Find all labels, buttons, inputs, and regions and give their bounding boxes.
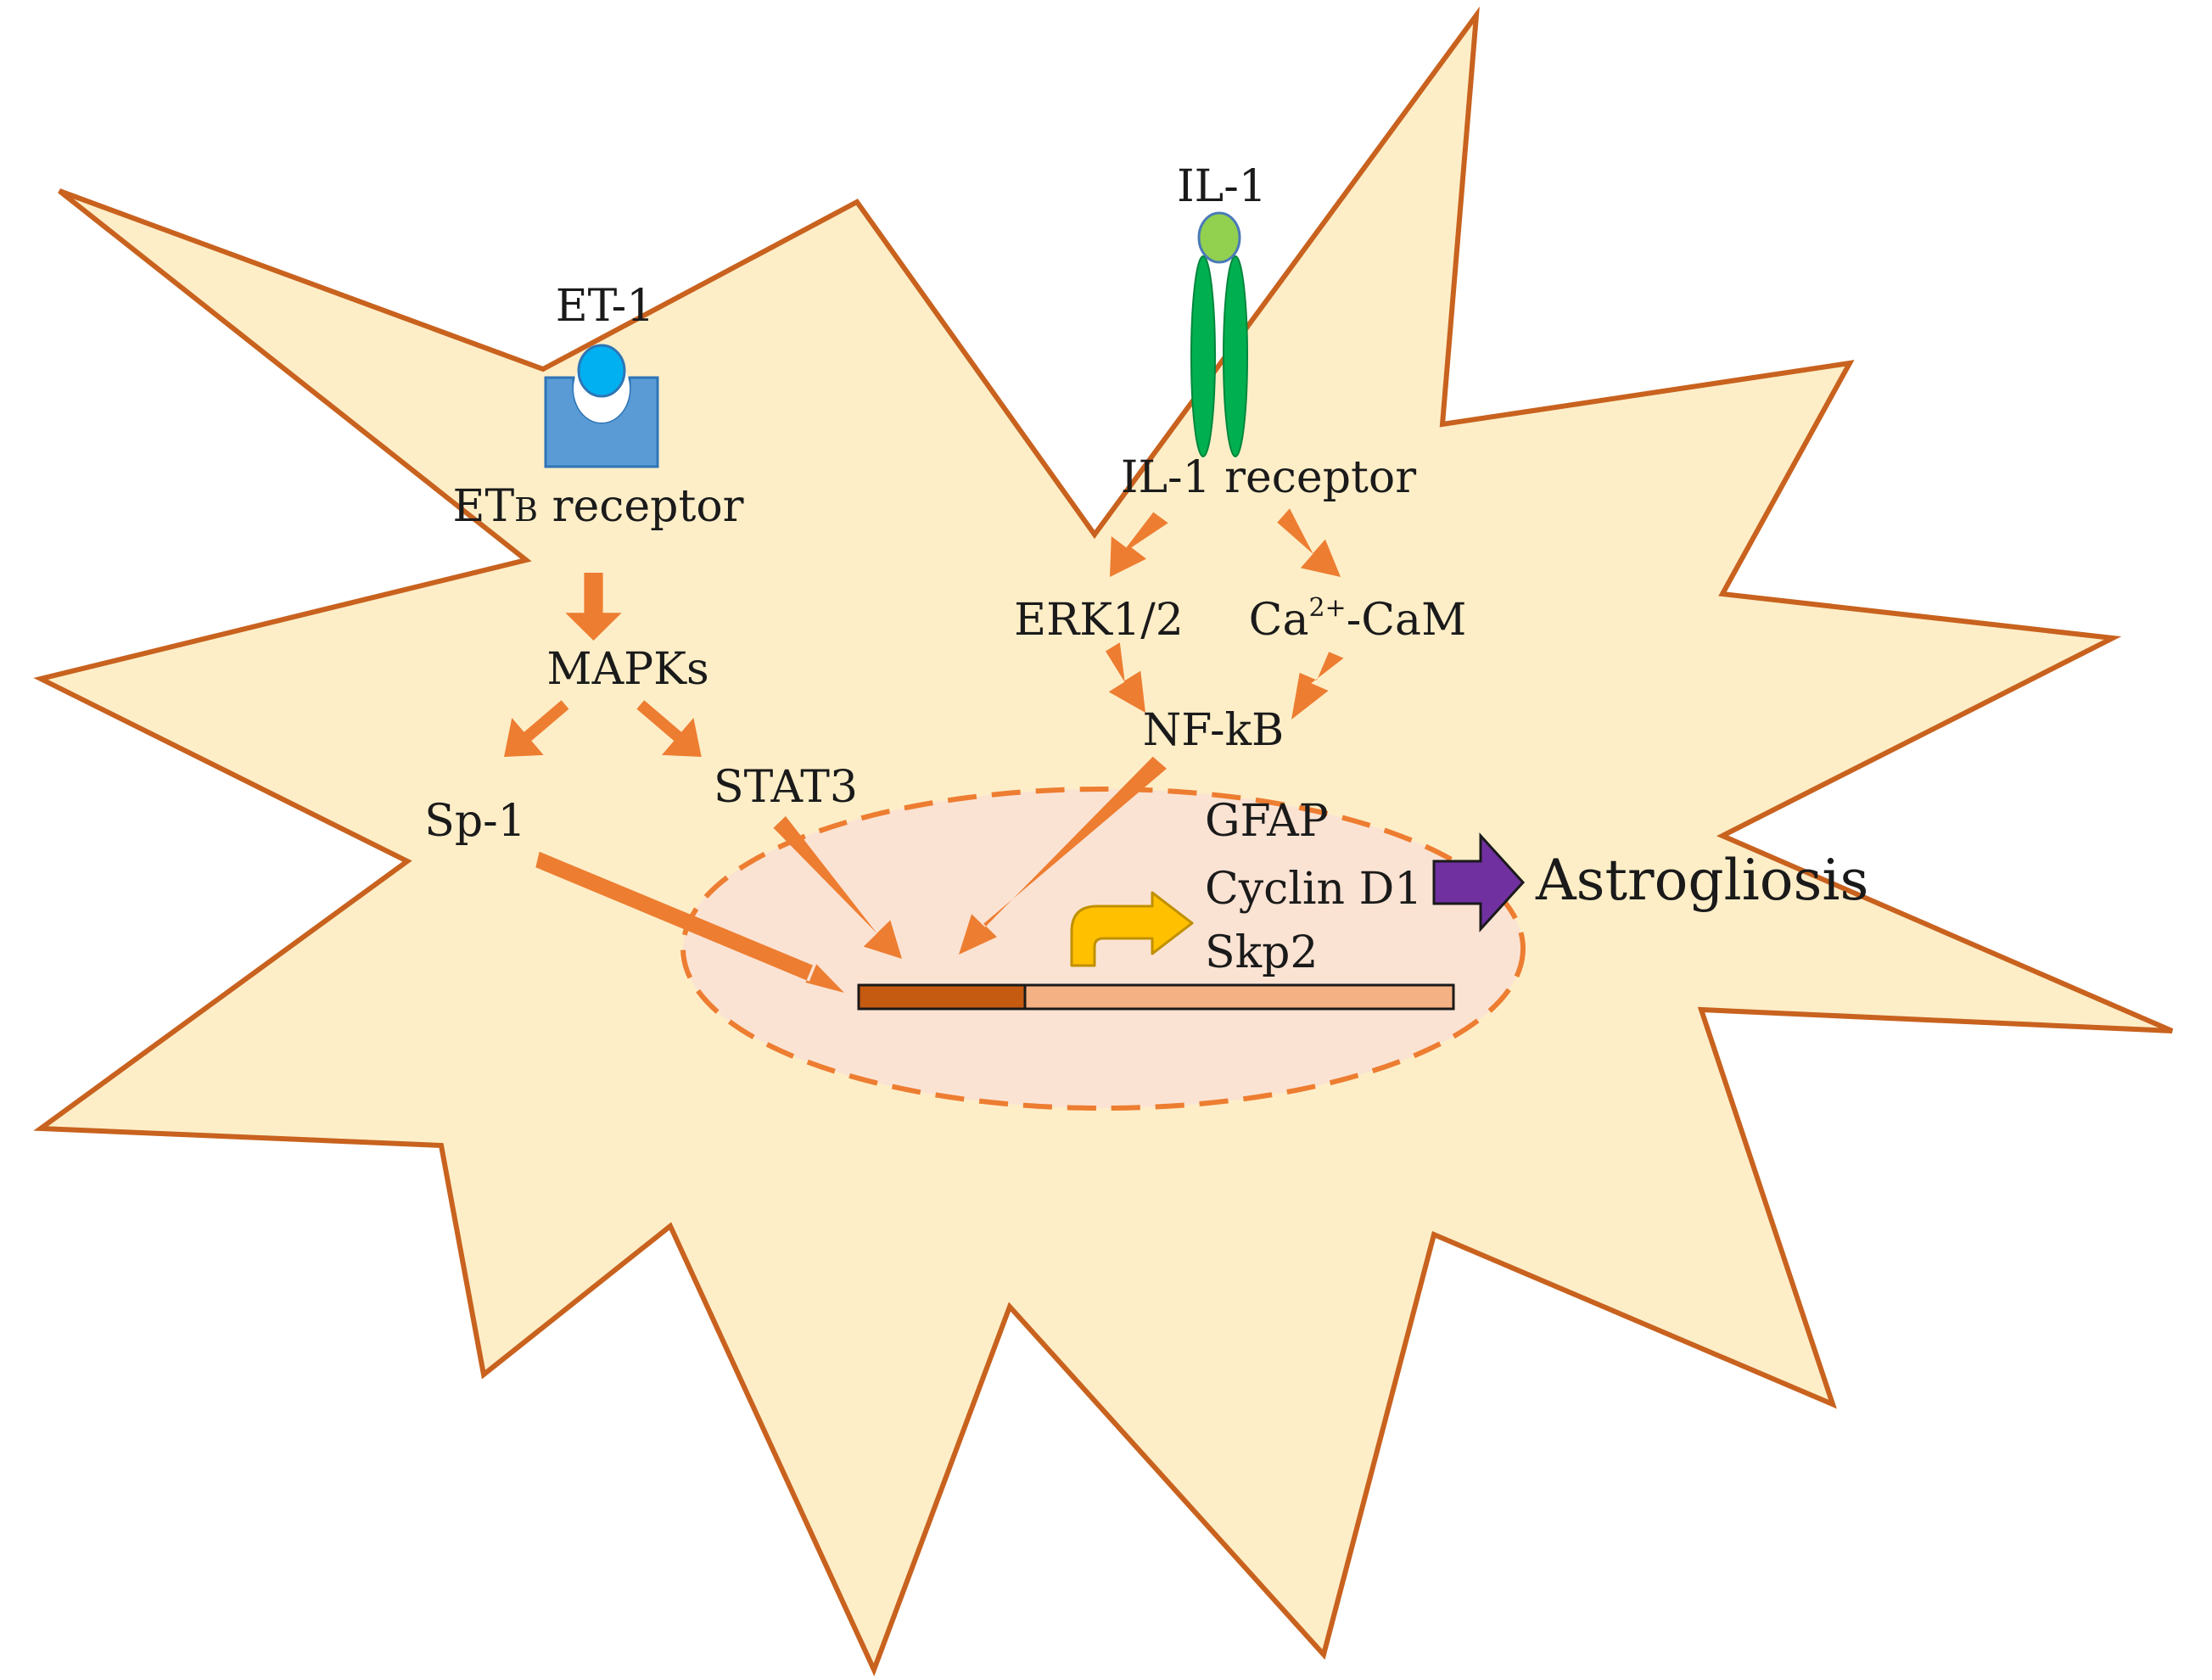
arrow-etb-to-mapks — [565, 573, 622, 641]
stat3-label: STAT3 — [714, 762, 858, 813]
il1-receptor-label: IL-1 receptor — [1121, 452, 1416, 503]
nfkb-label: NF-kB — [1143, 705, 1285, 756]
ca-cam-label: Ca2+-CaM — [1249, 593, 1467, 646]
arrow-ca-cam-to-nfkb — [1291, 652, 1344, 720]
arrow-mapks-to-stat3 — [636, 700, 702, 757]
sp1-label: Sp-1 — [424, 796, 526, 847]
signaling-arrows — [504, 508, 1344, 993]
il1-receptor-icon — [1190, 255, 1248, 457]
arrow-mapks-to-sp1 — [504, 700, 569, 757]
arrow-il1r-to-ca-cam — [1277, 508, 1341, 577]
gene-promoter-region — [857, 983, 1027, 1011]
arrow-nfkb-to-gene — [959, 756, 1167, 955]
nucleus — [680, 787, 1526, 1111]
il1-label: IL-1 — [1177, 161, 1267, 212]
output-arrow-icon — [1432, 832, 1526, 932]
et1-ligand-icon — [577, 344, 626, 398]
gene-coding-region — [1023, 983, 1455, 1011]
arrow-erk-to-nfkb — [1106, 642, 1145, 713]
arrow-stat3-to-gene — [773, 815, 902, 959]
erk-label: ERK1/2 — [1014, 595, 1184, 646]
gene-label-skp2: Skp2 — [1205, 927, 1319, 978]
gene-label-cyclin-d1: Cyclin D1 — [1205, 864, 1422, 915]
arrow-il1r-to-erk — [1110, 512, 1168, 577]
gene-label-gfap: GFAP — [1205, 796, 1329, 847]
astrogliosis-label: Astrogliosis — [1535, 848, 1868, 913]
mapks-label: MAPKs — [546, 644, 708, 695]
arrow-sp1-to-gene — [535, 851, 844, 993]
transcription-arrow-icon — [1070, 891, 1194, 967]
il1-ligand-icon — [1197, 211, 1241, 264]
etb-receptor-label: ETB receptor — [453, 481, 744, 532]
et1-label: ET-1 — [556, 281, 655, 332]
